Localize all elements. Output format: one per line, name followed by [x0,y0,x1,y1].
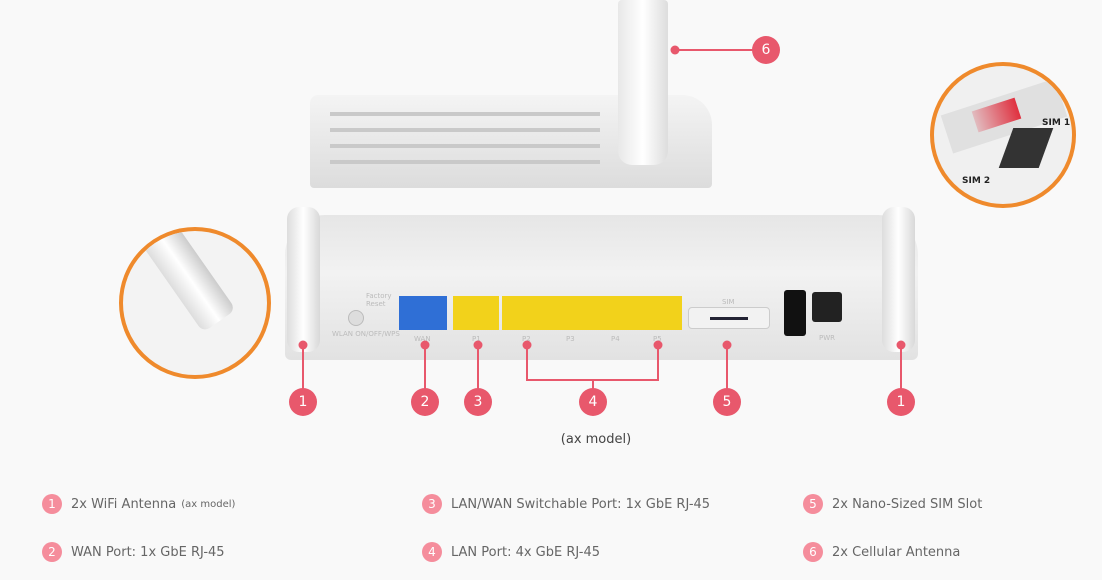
power-jack [812,292,842,322]
cellular-antenna [618,0,668,165]
antenna-inset [119,227,271,379]
callout-4: 4 [579,388,607,416]
callout-6: 6 [752,36,780,64]
callout-2: 2 [411,388,439,416]
model-caption: (ax model) [560,432,632,447]
callout-1: 1 [289,388,317,416]
sim-inset: SIM 1 SIM 2 [930,62,1076,208]
p1-port [453,296,499,330]
lan-ports [502,296,682,330]
wan-port [399,296,447,330]
callout-5: 5 [713,388,741,416]
callout-3: 3 [464,388,492,416]
callout-1b: 1 [887,388,915,416]
power-switch [784,290,806,336]
